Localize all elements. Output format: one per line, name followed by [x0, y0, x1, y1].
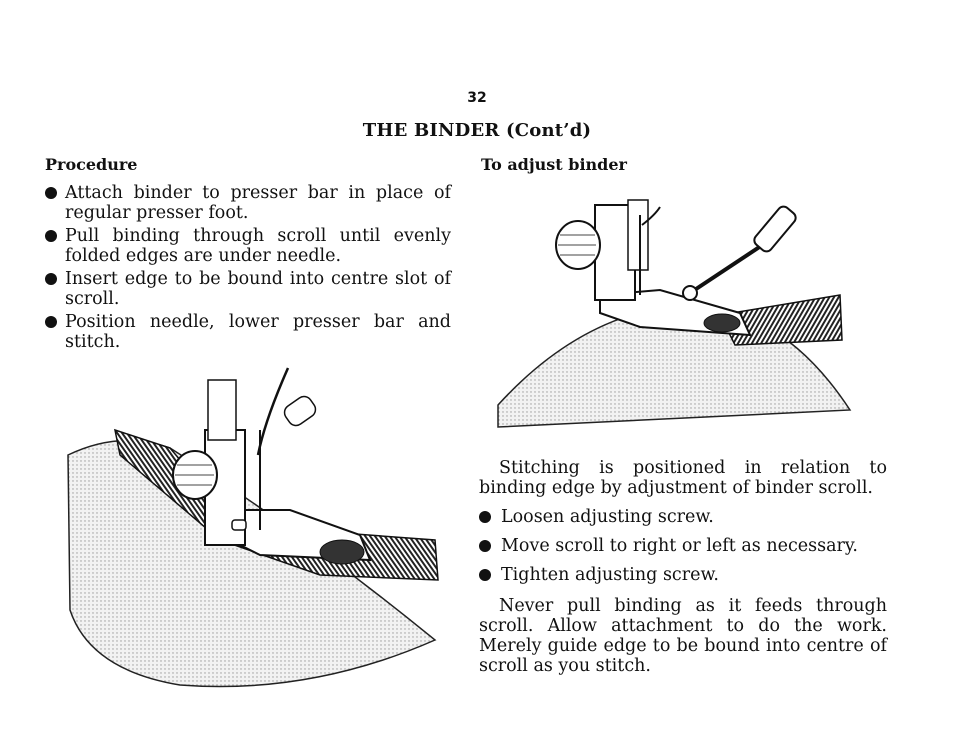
adjust-step-text: Loosen adjusting screw.	[501, 507, 714, 527]
page-title: THE BINDER (Cont’d)	[362, 120, 592, 141]
bullet-icon	[45, 316, 57, 328]
bullet-icon	[479, 540, 491, 552]
procedure-step: Insert edge to be bound into centre slot…	[45, 269, 451, 309]
procedure-step-text: Position needle, lower presser bar and s…	[65, 312, 451, 352]
adjust-step: Loosen adjusting screw.	[479, 507, 887, 527]
screwdriver-icon	[688, 205, 797, 295]
bullet-icon	[479, 569, 491, 581]
binder-adjustment-illustration	[497, 199, 852, 428]
adjust-step-text: Tighten adjusting screw.	[501, 565, 719, 585]
procedure-step: Attach binder to presser bar in place of…	[45, 183, 451, 223]
bullet-icon	[45, 230, 57, 242]
binding-strip	[718, 294, 843, 346]
procedure-steps: Attach binder to presser bar in place of…	[45, 183, 451, 355]
adjust-step: Tighten adjusting screw.	[479, 565, 887, 585]
adjust-step: Move scroll to right or left as necessar…	[479, 536, 887, 556]
adjust-intro-paragraph: Stitching is positioned in relation to b…	[479, 458, 887, 498]
adjust-step-text: Move scroll to right or left as necessar…	[501, 536, 858, 556]
procedure-step: Position needle, lower presser bar and s…	[45, 312, 451, 352]
adjust-note-paragraph: Never pull binding as it feeds through s…	[479, 596, 887, 676]
procedure-step-text: Pull binding through scroll until evenly…	[65, 226, 451, 266]
adjust-binder-heading: To adjust binder	[481, 155, 627, 174]
bullet-icon	[45, 187, 57, 199]
bullet-icon	[479, 511, 491, 523]
procedure-heading: Procedure	[45, 155, 138, 174]
page-number: 32	[467, 90, 487, 106]
procedure-step-text: Insert edge to be bound into centre slot…	[65, 269, 451, 309]
procedure-step-text: Attach binder to presser bar in place of…	[65, 183, 451, 223]
procedure-step: Pull binding through scroll until evenly…	[45, 226, 451, 266]
adjust-steps: Loosen adjusting screw. Move scroll to r…	[479, 507, 887, 594]
bullet-icon	[45, 273, 57, 285]
binder-stitching-illustration	[67, 367, 439, 688]
